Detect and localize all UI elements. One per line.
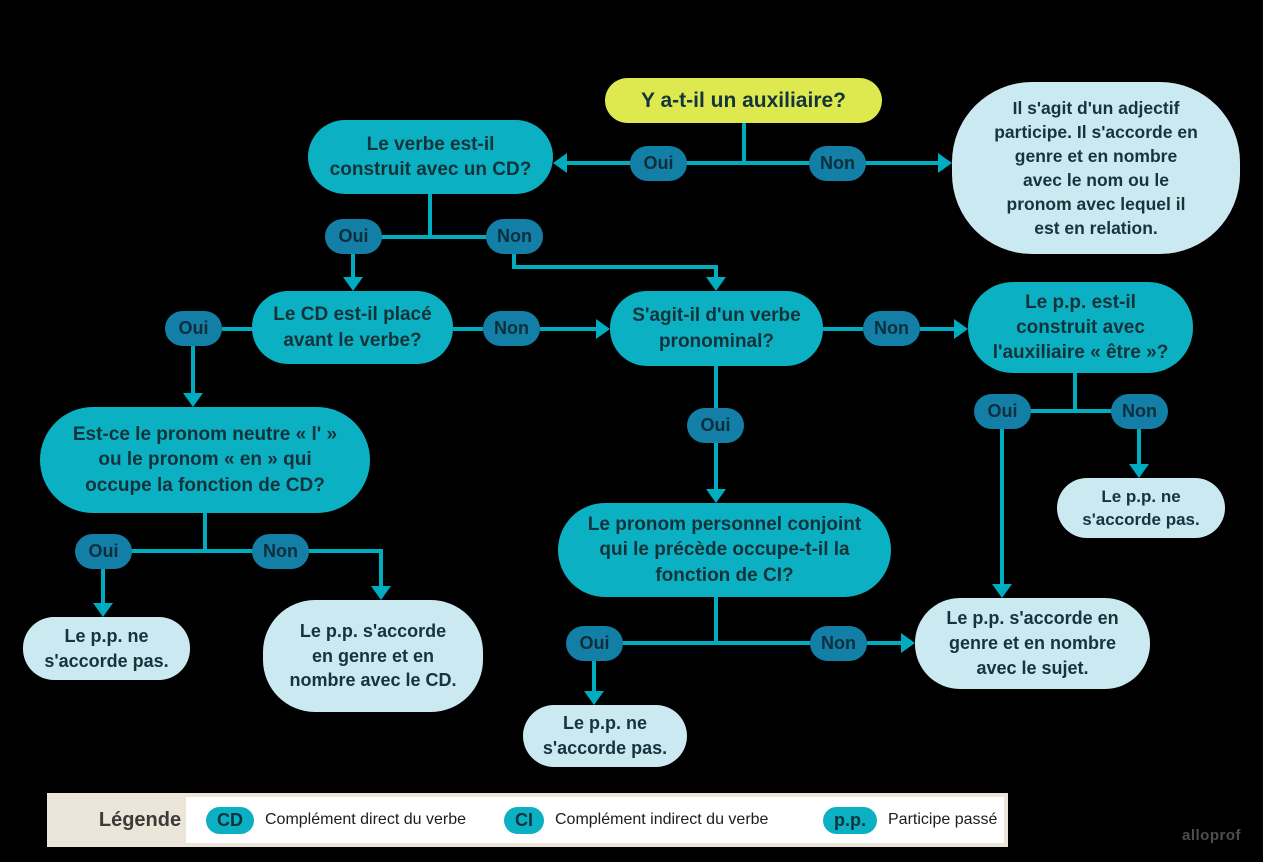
connector	[565, 161, 940, 165]
pill-oui-etre: Oui	[974, 394, 1031, 429]
legend-label-cd: Complément direct du verbe	[265, 811, 466, 828]
connector	[714, 265, 718, 278]
question-cd-place: Le CD est-il placé avant le verbe?	[252, 291, 453, 364]
question-pronom-neutre: Est-ce le pronom neutre « l' » ou le pro…	[40, 407, 370, 513]
connector	[1073, 373, 1077, 411]
legend-label-pp: Participe passé	[888, 811, 998, 828]
alloprof-logo: alloprof	[1182, 827, 1241, 844]
arrow-left-icon	[553, 153, 567, 173]
result-adjectif-participe: Il s'agit d'un adjectif participe. Il s'…	[952, 82, 1240, 254]
pill-oui-verbe-cd: Oui	[325, 219, 382, 254]
pill-non-verbe-cd: Non	[486, 219, 543, 254]
connector	[540, 327, 596, 331]
question-auxiliaire-etre: Le p.p. est-il construit avec l'auxiliai…	[968, 282, 1193, 373]
pill-non-ci: Non	[810, 626, 867, 661]
arrow-right-icon	[938, 153, 952, 173]
result-pas-accord-centre: Le p.p. ne s'accorde pas.	[523, 705, 687, 767]
legend-item-pp: p.p. Participe passé	[823, 797, 997, 843]
connector	[379, 549, 383, 586]
connector	[101, 569, 105, 605]
pill-non-etre: Non	[1111, 394, 1168, 429]
pill-non-auxiliaire: Non	[809, 146, 866, 181]
arrow-down-icon	[371, 586, 391, 600]
connector	[352, 235, 514, 239]
legend-title: Légende	[98, 808, 182, 831]
connector	[1002, 409, 1139, 413]
arrow-down-icon	[584, 691, 604, 705]
result-pas-accord-droite: Le p.p. ne s'accorde pas.	[1057, 478, 1225, 538]
connector	[592, 661, 596, 693]
connector	[920, 327, 954, 331]
result-pas-accord-gauche: Le p.p. ne s'accorde pas.	[23, 617, 190, 680]
connector	[203, 513, 207, 551]
arrow-right-icon	[901, 633, 915, 653]
connector	[823, 327, 863, 331]
ci-badge: CI	[504, 806, 544, 834]
arrow-right-icon	[596, 319, 610, 339]
legend-label-ci: Complément indirect du verbe	[555, 811, 769, 828]
connector	[512, 254, 516, 269]
connector	[512, 265, 718, 269]
connector	[191, 346, 195, 394]
legend-panel: Légende CD Complément direct du verbe CI…	[47, 793, 1008, 847]
pill-oui-pronominal: Oui	[687, 408, 744, 443]
arrow-down-icon	[93, 603, 113, 617]
connector	[714, 597, 718, 643]
connector	[453, 327, 483, 331]
connector	[742, 122, 746, 165]
question-verbe-pronominal: S'agit-il d'un verbe pronominal?	[610, 291, 823, 366]
connector	[593, 641, 838, 645]
connector	[428, 194, 432, 237]
pill-oui-cd-place: Oui	[165, 311, 222, 346]
question-verbe-cd: Le verbe est-il construit avec un CD?	[308, 120, 553, 194]
result-accord-sujet: Le p.p. s'accorde en genre et en nombre …	[915, 598, 1150, 689]
legend-items-area: CD Complément direct du verbe CI Complém…	[186, 797, 1004, 843]
cd-badge: CD	[206, 806, 254, 834]
connector	[714, 443, 718, 490]
pill-non-cd-place: Non	[483, 311, 540, 346]
legend-item-ci: CI Complément indirect du verbe	[504, 797, 768, 843]
arrow-down-icon	[343, 277, 363, 291]
pill-oui-auxiliaire: Oui	[630, 146, 687, 181]
pp-badge: p.p.	[823, 806, 877, 834]
arrow-down-icon	[992, 584, 1012, 598]
connector	[714, 366, 718, 408]
connector	[1137, 429, 1141, 465]
connector	[1000, 429, 1004, 585]
arrow-right-icon	[954, 319, 968, 339]
pill-oui-ci: Oui	[566, 626, 623, 661]
connector	[867, 641, 901, 645]
result-accord-cd: Le p.p. s'accorde en genre et en nombre …	[263, 600, 483, 712]
pill-non-pronominal: Non	[863, 311, 920, 346]
arrow-down-icon	[706, 489, 726, 503]
legend-item-cd: CD Complément direct du verbe	[206, 797, 466, 843]
arrow-down-icon	[183, 393, 203, 407]
pill-non-pronom-neutre: Non	[252, 534, 309, 569]
start-node-auxiliaire: Y a-t-il un auxiliaire?	[605, 78, 882, 123]
connector	[103, 549, 383, 553]
connector	[222, 327, 254, 331]
pill-oui-pronom-neutre: Oui	[75, 534, 132, 569]
arrow-down-icon	[1129, 464, 1149, 478]
question-pronom-personnel-ci: Le pronom personnel conjoint qui le préc…	[558, 503, 891, 597]
arrow-down-icon	[706, 277, 726, 291]
connector	[351, 254, 355, 280]
